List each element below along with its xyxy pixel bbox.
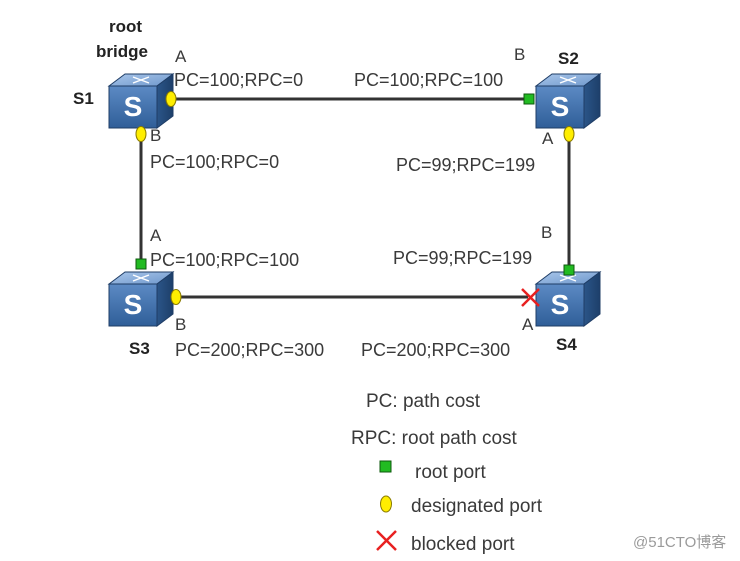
s2-port-b-letter: B bbox=[514, 45, 526, 64]
s4-port-a-letter: A bbox=[522, 315, 534, 334]
switch-s3-icon: S bbox=[107, 271, 175, 327]
s3-port-b-costs: PC=200;RPC=300 bbox=[175, 340, 325, 360]
legend-designated-port-icon bbox=[380, 495, 392, 513]
legend-rpc: RPC: root path cost bbox=[351, 428, 517, 449]
s4-port-b-root-icon bbox=[563, 264, 575, 276]
s2-port-a-designated-icon bbox=[563, 126, 575, 142]
s1-role-line2: bridge bbox=[96, 42, 148, 61]
s2-port-b-costs: PC=100;RPC=100 bbox=[354, 70, 504, 90]
switch-s4-icon: S bbox=[534, 271, 602, 327]
legend-blocked-port-icon bbox=[376, 530, 397, 551]
s4-port-b-costs: PC=99;RPC=199 bbox=[393, 248, 533, 268]
s3-port-a-costs: PC=100;RPC=100 bbox=[150, 250, 300, 270]
s3-port-a-letter: A bbox=[150, 226, 162, 245]
s3-port-a-root-icon bbox=[135, 258, 147, 270]
switch-s2-icon: S bbox=[534, 73, 602, 129]
legend-root-port-icon bbox=[379, 460, 392, 473]
s1-port-a-designated-icon bbox=[165, 91, 177, 107]
legend-designated-port-label: designated port bbox=[411, 496, 542, 517]
switch-s4-letter: S bbox=[551, 289, 570, 320]
switch-s3-name: S3 bbox=[129, 339, 150, 358]
s3-port-b-designated-icon bbox=[170, 289, 182, 305]
legend-blocked-port-label: blocked port bbox=[411, 534, 515, 555]
s1-role-line1: root bbox=[109, 17, 143, 36]
s4-port-a-costs: PC=200;RPC=300 bbox=[361, 340, 511, 360]
s1-port-a-costs: PC=100;RPC=0 bbox=[174, 70, 304, 90]
s2-port-a-letter: A bbox=[542, 129, 554, 148]
s4-port-a-blocked-icon bbox=[521, 288, 540, 307]
s4-port-b-letter: B bbox=[541, 223, 553, 242]
legend-pc: PC: path cost bbox=[366, 391, 481, 412]
s1-port-b-letter: B bbox=[150, 126, 162, 145]
s2-port-b-root-icon bbox=[523, 93, 535, 105]
s1-port-b-costs: PC=100;RPC=0 bbox=[150, 152, 280, 172]
switch-s1-letter: S bbox=[124, 91, 143, 122]
watermark: @51CTO博客 bbox=[633, 534, 727, 551]
switch-s2-letter: S bbox=[551, 91, 570, 122]
switch-s4-name: S4 bbox=[556, 335, 577, 354]
s3-port-b-letter: B bbox=[175, 315, 187, 334]
s2-port-a-costs: PC=99;RPC=199 bbox=[396, 155, 536, 175]
switch-s1-name: S1 bbox=[73, 89, 94, 108]
legend-root-port-label: root port bbox=[415, 462, 486, 483]
switch-s3-letter: S bbox=[124, 289, 143, 320]
switch-s2-name: S2 bbox=[558, 49, 579, 68]
s1-port-b-designated-icon bbox=[135, 126, 147, 142]
switch-s1-icon: S bbox=[107, 73, 175, 129]
s1-port-a-letter: A bbox=[175, 47, 187, 66]
